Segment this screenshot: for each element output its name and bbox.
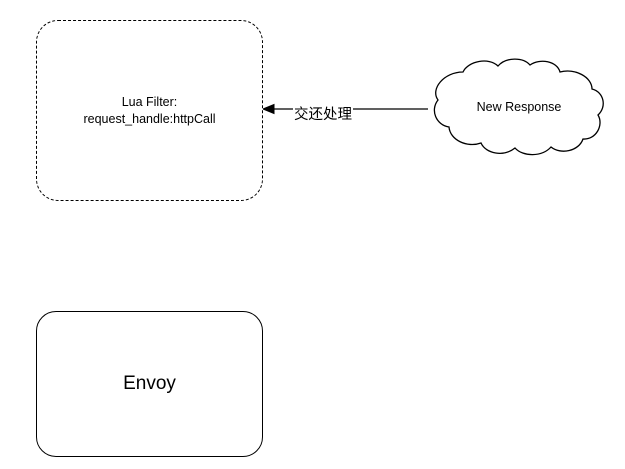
edge-arrowhead-response-to-lua — [261, 103, 275, 115]
node-new-response-label: New Response — [476, 100, 562, 114]
node-lua-filter[interactable]: Lua Filter: request_handle:httpCall — [36, 20, 263, 201]
node-lua-filter-label: Lua Filter: request_handle:httpCall — [83, 94, 216, 126]
cloud-shape-new-response — [433, 58, 604, 156]
node-envoy[interactable]: Envoy — [36, 311, 263, 457]
edge-label-response-to-lua: 交还处理 — [293, 103, 353, 124]
node-envoy-label: Envoy — [123, 373, 176, 394]
